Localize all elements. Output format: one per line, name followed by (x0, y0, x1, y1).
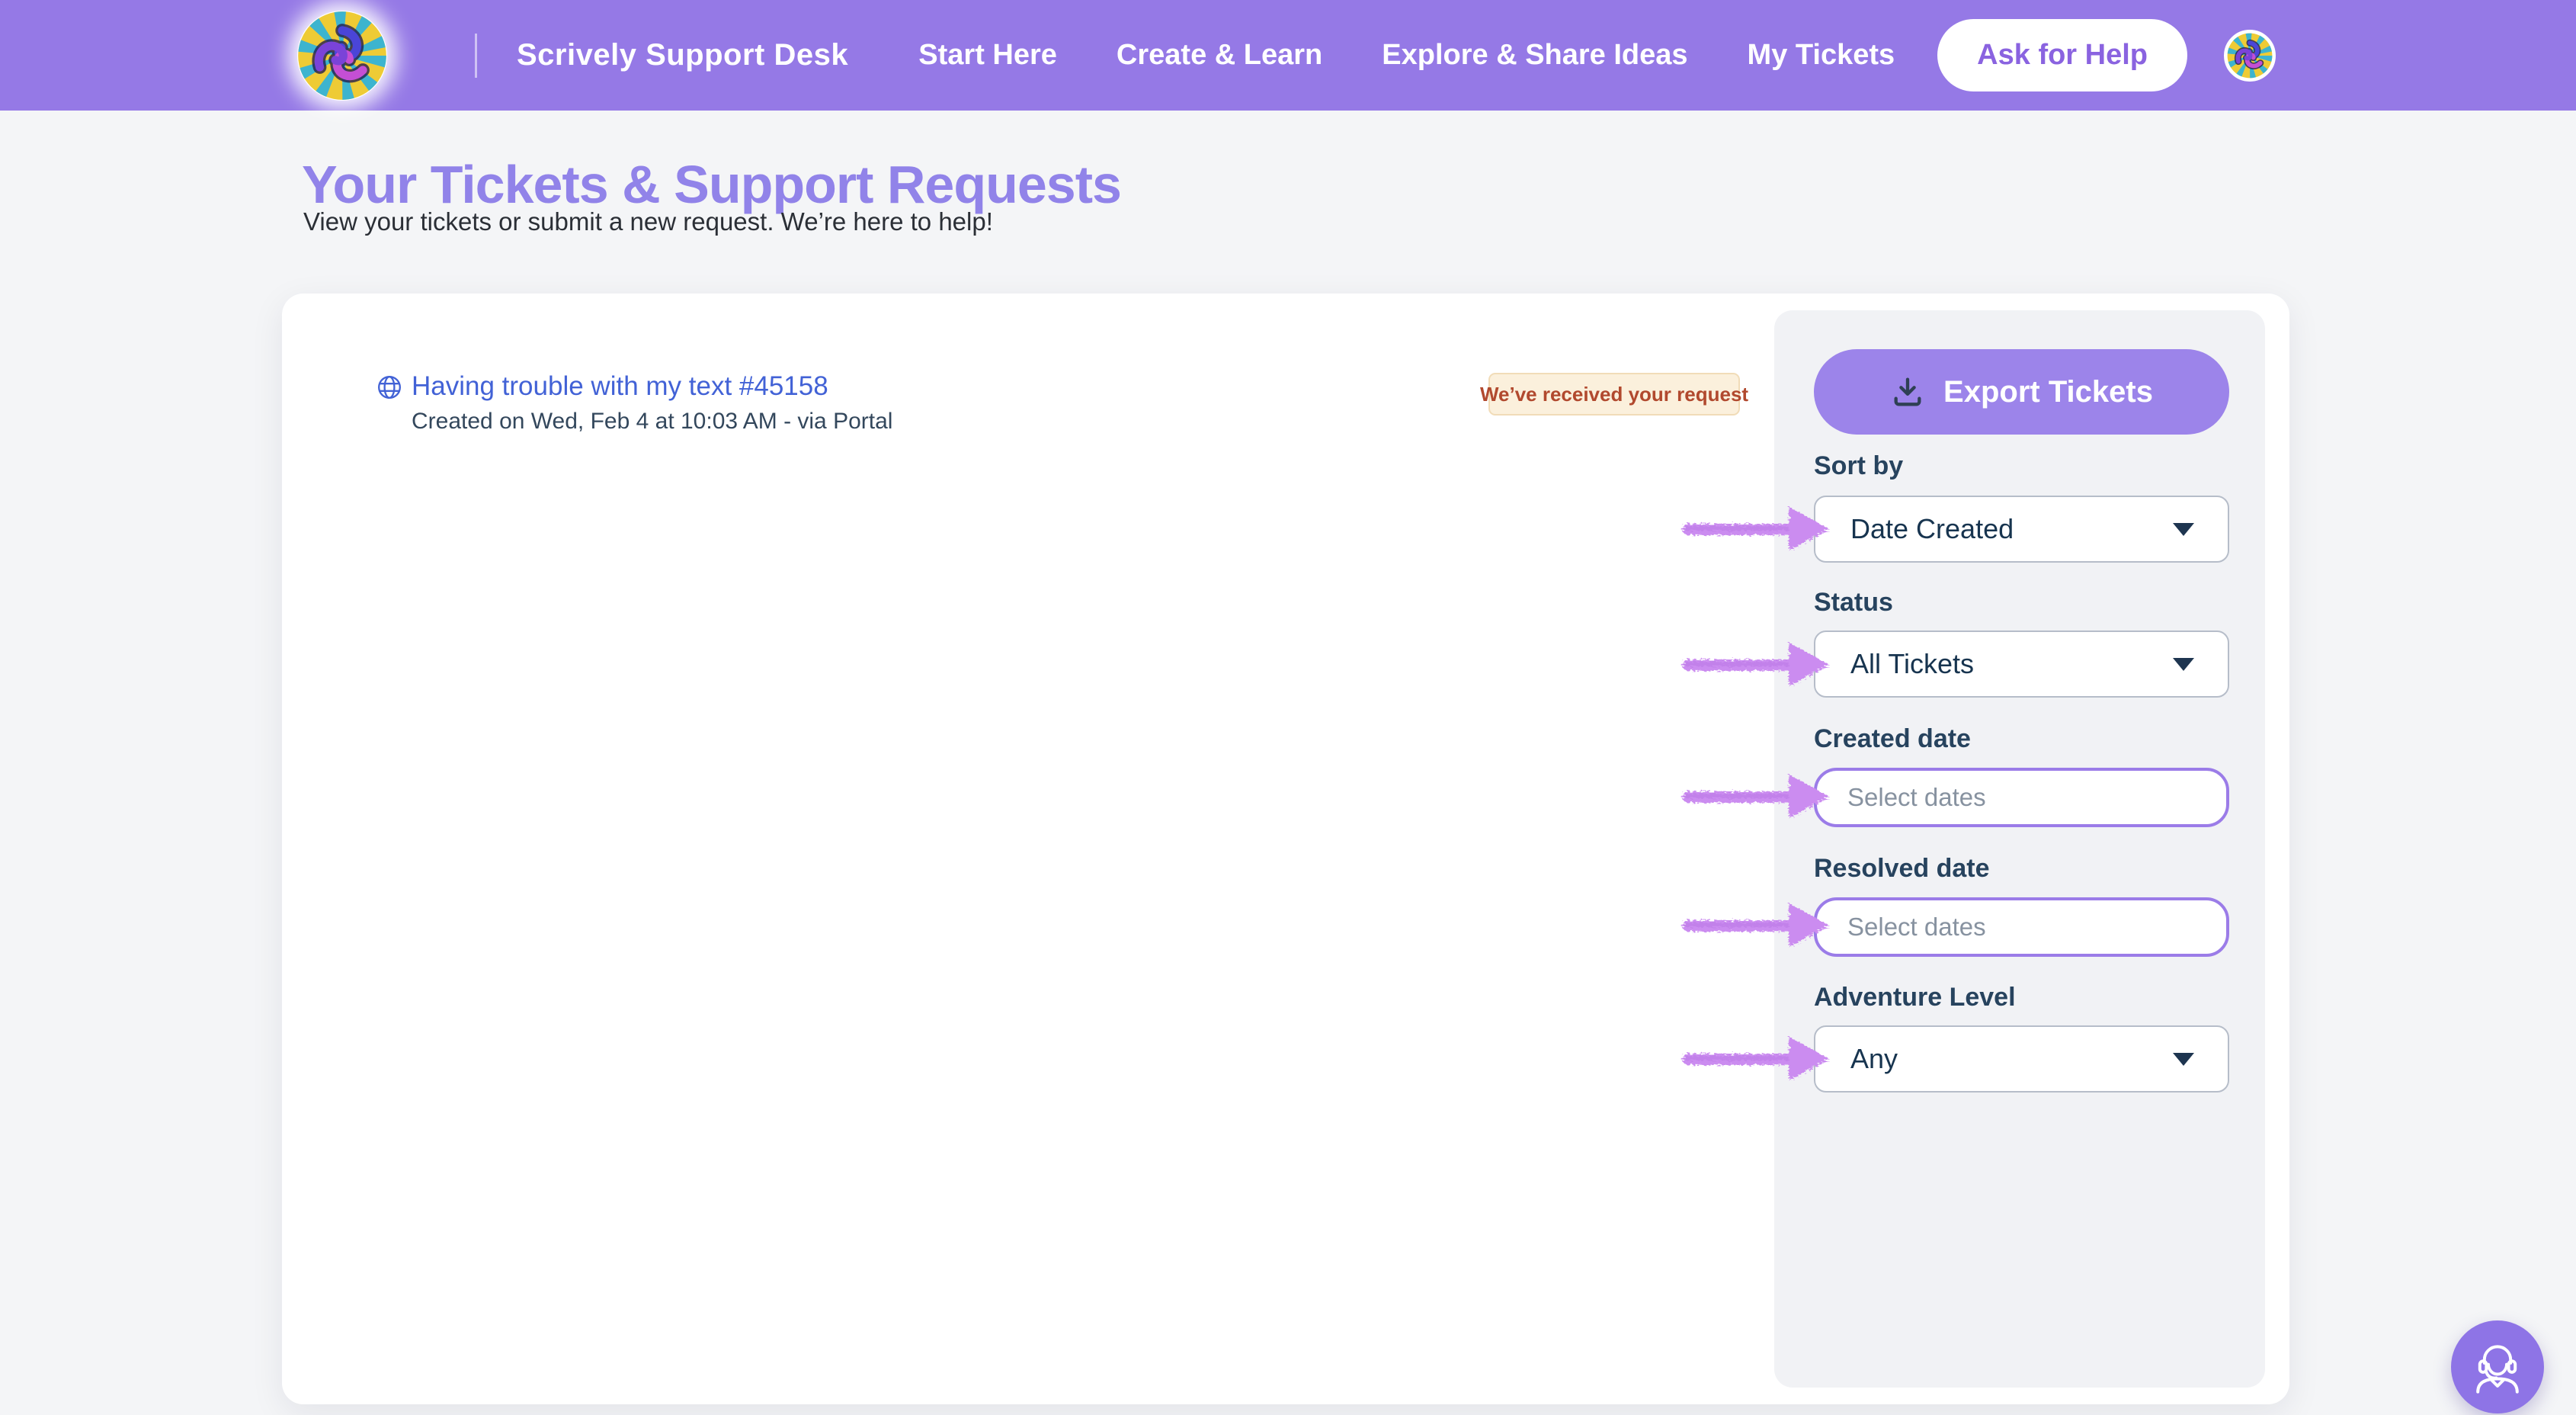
adventure-level-select[interactable]: Any (1814, 1025, 2229, 1093)
brand-title: Scrively Support Desk (517, 38, 849, 72)
support-chat-button[interactable] (2451, 1320, 2544, 1413)
annotation-arrow-resolved-date (1677, 899, 1834, 952)
resolved-date-label: Resolved date (1814, 854, 1990, 883)
annotation-arrow-sort-by (1677, 502, 1834, 556)
adventure-level-label: Adventure Level (1814, 983, 2016, 1012)
export-tickets-button[interactable]: Export Tickets (1814, 349, 2229, 435)
download-icon (1894, 377, 1921, 406)
top-navbar: Scrively Support Desk Start Here Create … (0, 0, 2576, 111)
ticket-status-badge: We’ve received your request (1480, 373, 1748, 416)
brand-separator (475, 33, 477, 78)
created-date-input[interactable] (1814, 768, 2229, 827)
status-select[interactable]: All Tickets (1814, 630, 2229, 698)
page-subtitle: View your tickets or submit a new reques… (303, 207, 993, 236)
page-title: Your Tickets & Support Requests (302, 154, 1122, 214)
chevron-down-icon (2173, 522, 2194, 536)
status-label: Status (1814, 588, 1893, 617)
nav-item-explore-share[interactable]: Explore & Share Ideas (1382, 39, 1688, 71)
ticket-row[interactable]: Having trouble with my text #45158 Creat… (376, 370, 892, 437)
nav-item-my-tickets[interactable]: My Tickets (1747, 39, 1895, 71)
filters-panel: Export Tickets Sort by Date Created Stat… (1774, 310, 2265, 1388)
nav-item-create-learn[interactable]: Create & Learn (1116, 39, 1323, 71)
annotation-arrow-created-date (1677, 770, 1834, 823)
headset-agent-icon (2476, 1345, 2519, 1394)
created-date-label: Created date (1814, 724, 1971, 753)
sort-by-value: Date Created (1850, 513, 2014, 544)
chevron-down-icon (2173, 657, 2194, 671)
sort-by-label: Sort by (1814, 451, 1904, 480)
annotation-arrow-adventure-level (1677, 1032, 1834, 1086)
annotation-arrow-status (1677, 638, 1834, 691)
chevron-down-icon (2173, 1052, 2194, 1066)
brand-logo[interactable] (297, 10, 387, 101)
globe-icon (378, 376, 401, 399)
sort-by-select[interactable]: Date Created (1814, 496, 2229, 563)
swirl-logo-icon (297, 11, 387, 101)
resolved-date-input[interactable] (1814, 897, 2229, 957)
ask-for-help-button[interactable]: Ask for Help (1937, 19, 2187, 91)
nav-links: Start Here Create & Learn Explore & Shar… (918, 39, 1895, 72)
export-tickets-label: Export Tickets (1943, 374, 2153, 409)
ticket-title-link[interactable]: Having trouble with my text #45158 (412, 371, 828, 401)
ticket-text: Having trouble with my text #45158 Creat… (412, 370, 892, 437)
nav-item-start-here[interactable]: Start Here (918, 39, 1057, 71)
ticket-created-meta: Created on Wed, Feb 4 at 10:03 AM - via … (412, 409, 893, 434)
adventure-level-value: Any (1850, 1043, 1898, 1074)
user-avatar[interactable] (2224, 29, 2276, 82)
avatar-image (2227, 33, 2273, 79)
status-value: All Tickets (1850, 648, 1975, 679)
